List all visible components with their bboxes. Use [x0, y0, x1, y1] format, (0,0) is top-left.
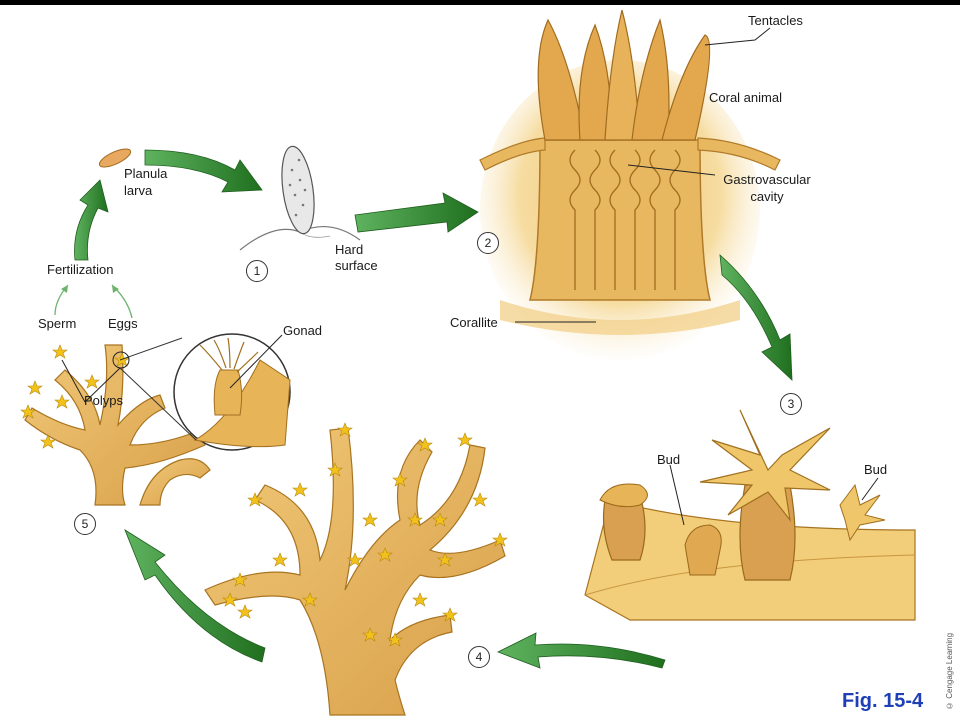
label-planula: Planula — [124, 166, 168, 181]
figure-label: Fig. 15-4 — [842, 690, 924, 712]
gastrovascular-leader-line — [627, 164, 716, 176]
planula-on-surface — [239, 145, 361, 251]
label-sperm: Sperm — [38, 316, 77, 331]
gonad-magnified-view — [119, 333, 291, 451]
label-eggs: Eggs — [108, 316, 138, 331]
step-marker-4: 4 — [468, 646, 490, 668]
top-border-bar — [0, 0, 960, 5]
arrow-larva-to-settlement — [144, 149, 263, 193]
label-coral-animal: Coral animal — [709, 90, 782, 105]
label-bud-left: Bud — [657, 452, 681, 467]
label-gastrovascular: Gastrovascular — [723, 172, 811, 187]
step-marker-5: 5 — [74, 513, 96, 535]
eggs-highlight-circle — [112, 351, 130, 369]
planula-larva-shape — [98, 148, 132, 168]
label-surface: surface — [335, 258, 378, 273]
label-larva: larva — [124, 183, 153, 198]
arrow-colony-to-reproduction — [124, 529, 266, 663]
label-bud-right: Bud — [864, 462, 888, 477]
gonad-leader-line — [229, 334, 283, 389]
arrow-fertilization-to-larva — [74, 179, 109, 261]
bud-left-leader-line — [669, 464, 685, 526]
coral-animal-cross-section — [479, 9, 781, 360]
label-fertilization: Fertilization — [47, 262, 114, 277]
arrow-settlement-to-polyp — [354, 192, 479, 233]
tentacles-leader-line — [704, 27, 771, 46]
polyps-leader-line-1 — [61, 359, 86, 403]
label-cavity: cavity — [750, 189, 784, 204]
arrow-budding-to-colony — [497, 632, 666, 669]
label-hard: Hard — [335, 242, 364, 257]
label-tentacles: Tentacles — [748, 13, 803, 28]
step-marker-2: 2 — [477, 232, 499, 254]
bud-right-leader-line — [861, 477, 879, 501]
branching-coral-colony — [204, 427, 506, 716]
budding-polyps — [584, 409, 916, 621]
step-marker-3: 3 — [780, 393, 802, 415]
label-corallite: Corallite — [450, 315, 498, 330]
reproducing-colony — [24, 344, 211, 506]
polyps-leader-line-2 — [84, 367, 121, 403]
label-gonad: Gonad — [283, 323, 323, 338]
label-polyps: Polyps — [84, 393, 124, 408]
step-marker-1: 1 — [246, 260, 268, 282]
arrow-polyp-to-budding — [719, 254, 793, 381]
copyright-notice: © Cengage Learning — [945, 632, 954, 710]
